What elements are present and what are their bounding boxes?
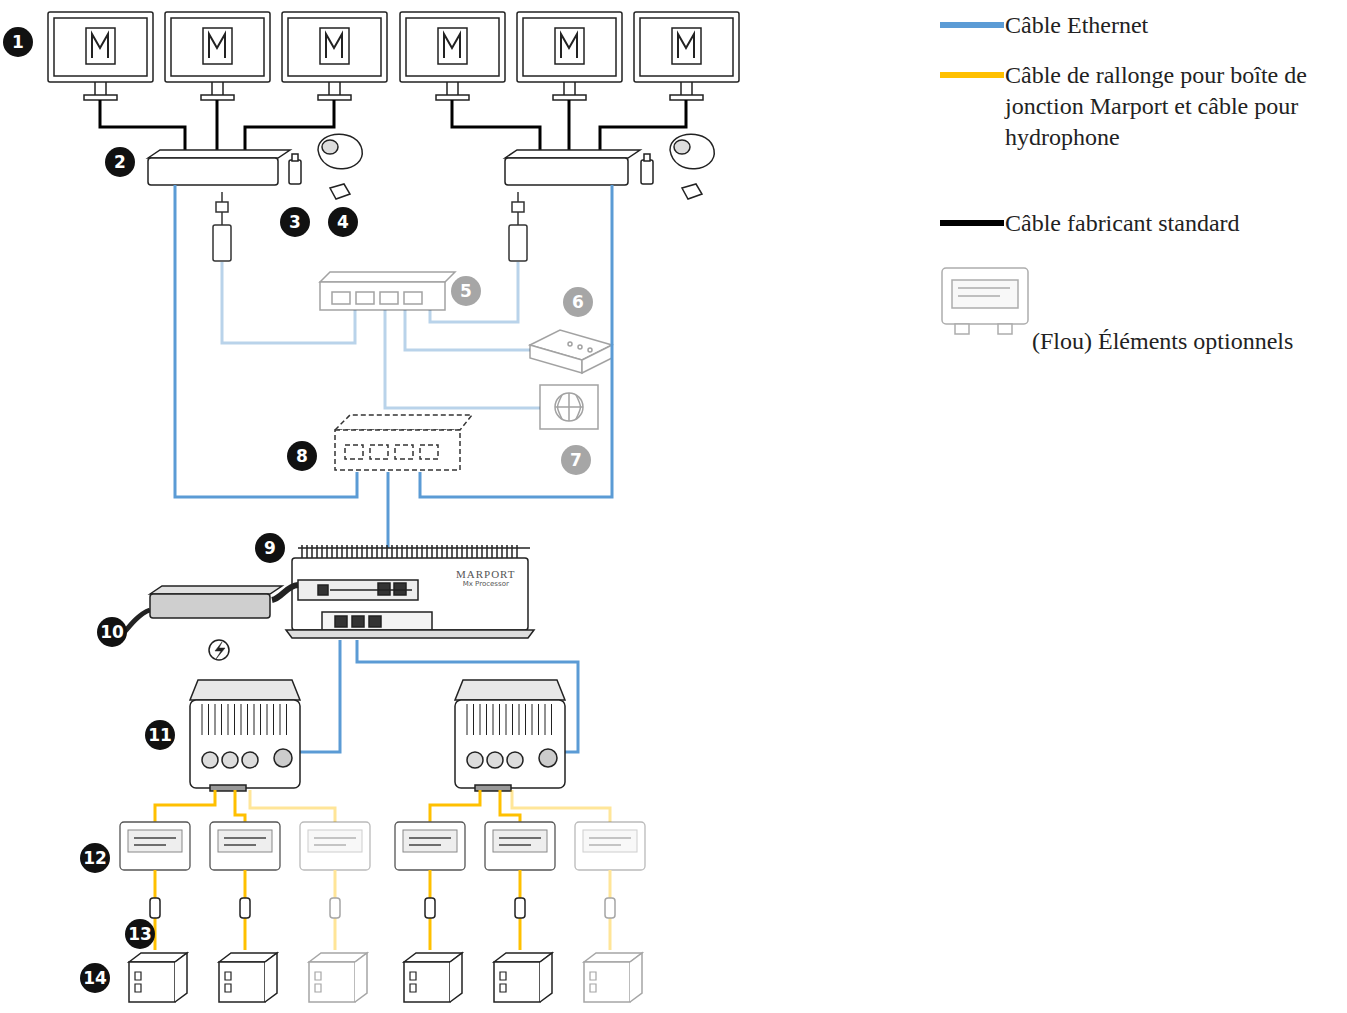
monitor: [48, 12, 153, 100]
mini-pcs: [148, 150, 640, 185]
extension-cables: [155, 790, 520, 822]
ethernet-cables: [175, 185, 612, 752]
brand-text: MARPORT: [456, 568, 516, 580]
junction-and-hydrophone: [300, 822, 370, 1002]
callout-number: 9: [255, 533, 285, 563]
callout-number: 6: [563, 287, 593, 317]
monitor: [517, 12, 622, 100]
junction-and-hydrophone: [120, 822, 190, 1002]
legend-swatch: [940, 220, 1004, 226]
callout-number: 10: [97, 617, 127, 647]
callout-number: 1: [3, 27, 33, 57]
optional-device: [530, 330, 612, 373]
legend-swatch: [940, 72, 1004, 78]
monitor: [400, 12, 505, 100]
junction-box: [455, 680, 565, 791]
optional-extension-cables: [250, 790, 610, 822]
optional-switch-main: [335, 415, 472, 470]
legend-text: Câble de rallonge pour boîte de jonction…: [1005, 60, 1340, 154]
processor-label: MARPORTMx Processor: [452, 566, 520, 590]
callout-number: 13: [125, 919, 155, 949]
junction-box: [190, 680, 300, 791]
junction-and-hydrophone: [395, 822, 465, 1002]
callout-number: 7: [561, 445, 591, 475]
monitor-cables: [100, 100, 686, 150]
power-supply: [118, 585, 298, 660]
marport-junction-boxes: [190, 680, 565, 791]
callout-number: 2: [105, 147, 135, 177]
brand-text: Mx Processor: [456, 580, 516, 588]
monitors: [48, 12, 739, 100]
monitor: [165, 12, 270, 100]
legend-text: Câble Ethernet: [1005, 10, 1340, 41]
usb-and-mouse: [289, 134, 714, 199]
mx-processor: [286, 545, 534, 638]
callout-number: 12: [80, 843, 110, 873]
legend-swatch: [940, 22, 1004, 28]
optional-ethernet: [222, 262, 540, 408]
monitor: [634, 12, 739, 100]
optional-internet: [540, 385, 598, 429]
legend-text: Câble fabricant standard: [1005, 208, 1340, 239]
callout-number: 3: [280, 207, 310, 237]
optional-switch: [320, 272, 455, 310]
usb-ethernet-adapters: [213, 192, 527, 261]
callout-number: 14: [80, 963, 110, 993]
junction-and-hydrophone: [485, 822, 555, 1002]
legend-optional-sample: [942, 268, 1028, 334]
junction-and-hydrophone: [575, 822, 645, 1002]
monitor: [282, 12, 387, 100]
callout-number: 8: [287, 441, 317, 471]
callout-number: 11: [145, 720, 175, 750]
junction-hydrophone-chain: [120, 822, 645, 1002]
callout-number: 4: [328, 207, 358, 237]
junction-and-hydrophone: [210, 822, 280, 1002]
callout-number: 5: [451, 276, 481, 306]
legend-text: (Flou) Éléments optionnels: [940, 326, 1340, 357]
